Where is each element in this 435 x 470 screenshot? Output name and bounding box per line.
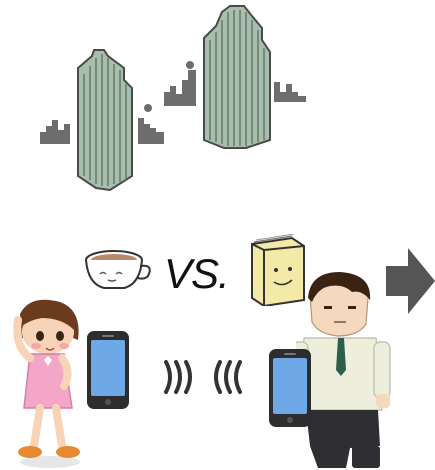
building-right bbox=[204, 6, 270, 148]
smartphone-icon bbox=[268, 348, 312, 428]
vs-label: VS. bbox=[164, 250, 229, 298]
girl-figure bbox=[0, 296, 90, 470]
smartphone-icon bbox=[86, 330, 130, 410]
dot bbox=[186, 61, 194, 69]
signal-waves-icon bbox=[160, 352, 246, 402]
building-left bbox=[78, 50, 132, 190]
city-skyline bbox=[0, 0, 435, 200]
coffee-cup-icon bbox=[82, 244, 154, 294]
dot bbox=[144, 104, 152, 112]
